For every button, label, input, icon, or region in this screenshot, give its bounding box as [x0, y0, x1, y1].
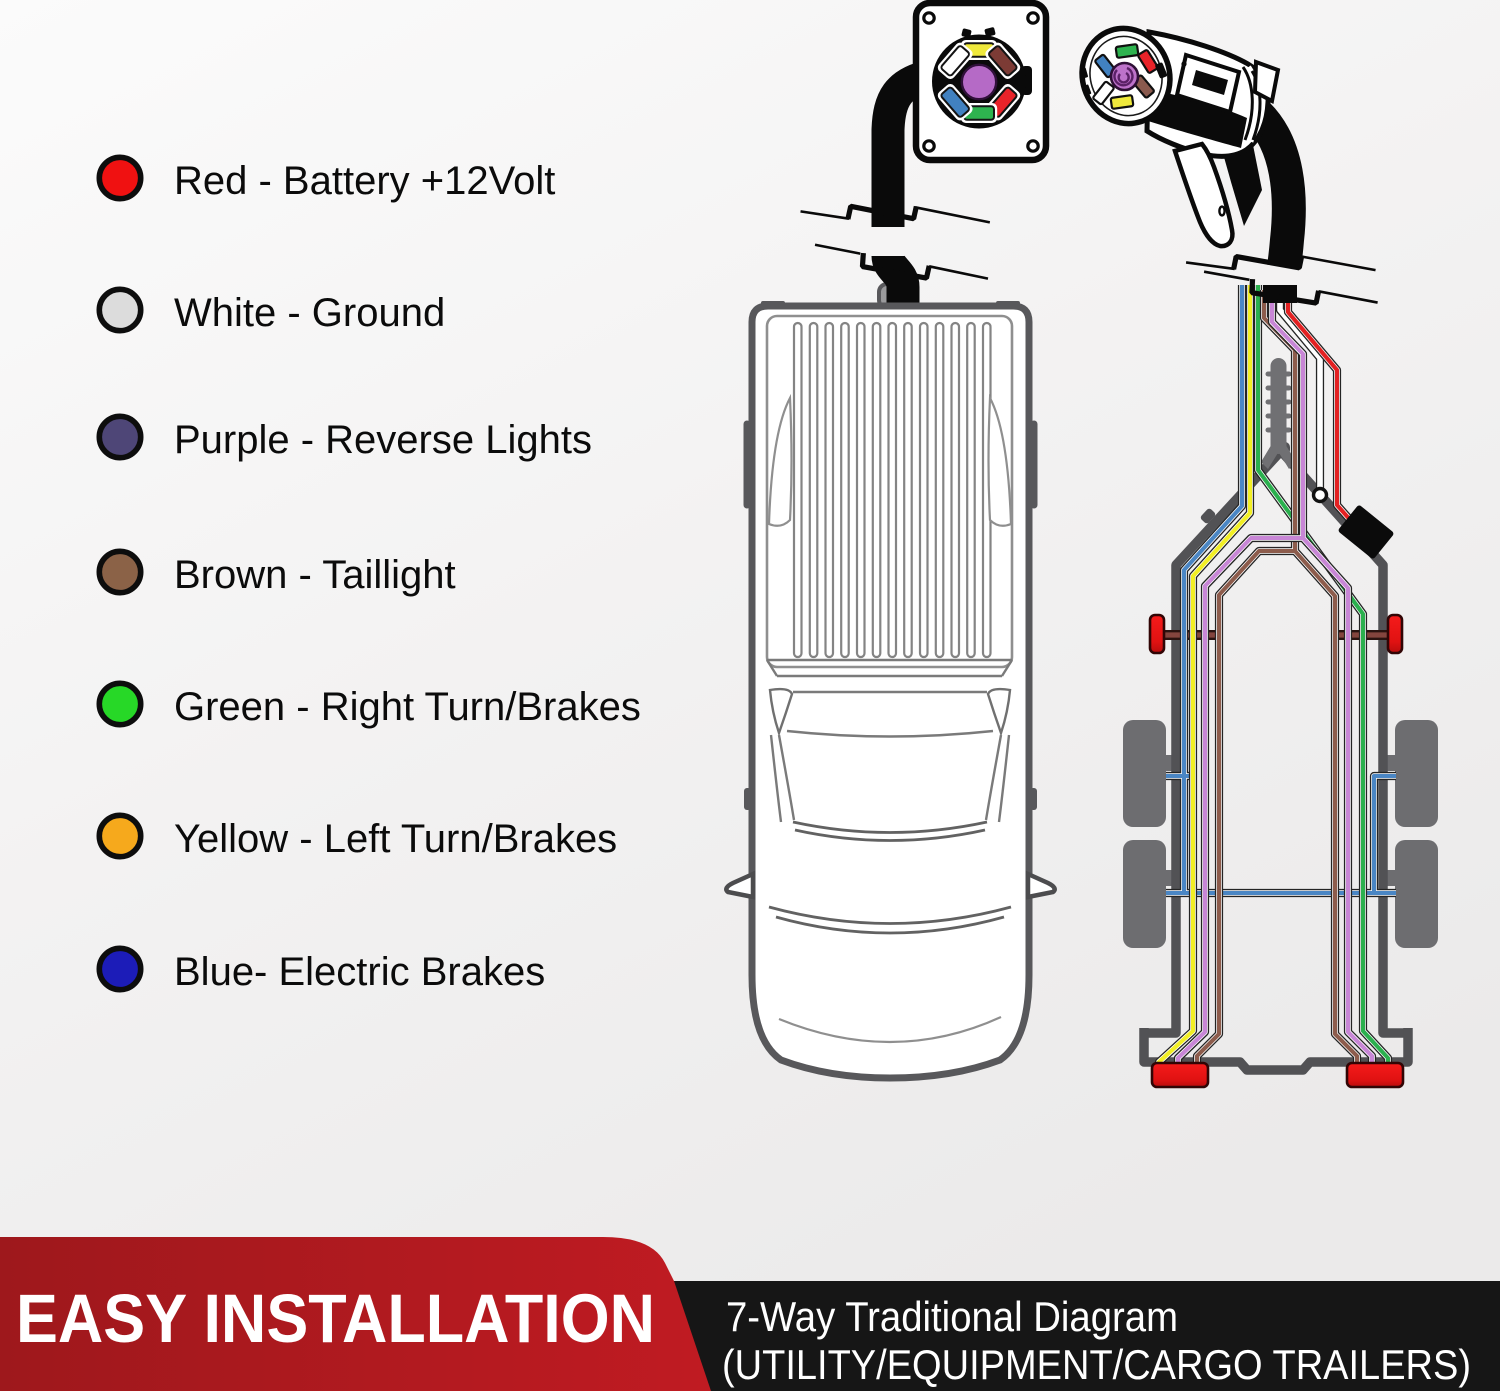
svg-text:Brown - Taillight: Brown - Taillight [174, 553, 456, 597]
svg-text:Blue- Electric Brakes: Blue- Electric Brakes [174, 950, 545, 994]
svg-text:Purple - Reverse Lights: Purple - Reverse Lights [174, 418, 592, 462]
svg-text:EASY INSTALLATION: EASY INSTALLATION [16, 1280, 655, 1357]
svg-text:White - Ground: White - Ground [174, 291, 445, 335]
svg-text:Green - Right Turn/Brakes: Green - Right Turn/Brakes [174, 685, 641, 729]
svg-text:Yellow - Left Turn/Brakes: Yellow - Left Turn/Brakes [174, 817, 617, 861]
svg-text:7-Way Traditional Diagram: 7-Way Traditional Diagram [726, 1293, 1178, 1340]
svg-text:Red - Battery +12Volt: Red - Battery +12Volt [174, 159, 555, 203]
svg-text:(UTILITY/EQUIPMENT/CARGO TRAIL: (UTILITY/EQUIPMENT/CARGO TRAILERS) [722, 1341, 1471, 1388]
